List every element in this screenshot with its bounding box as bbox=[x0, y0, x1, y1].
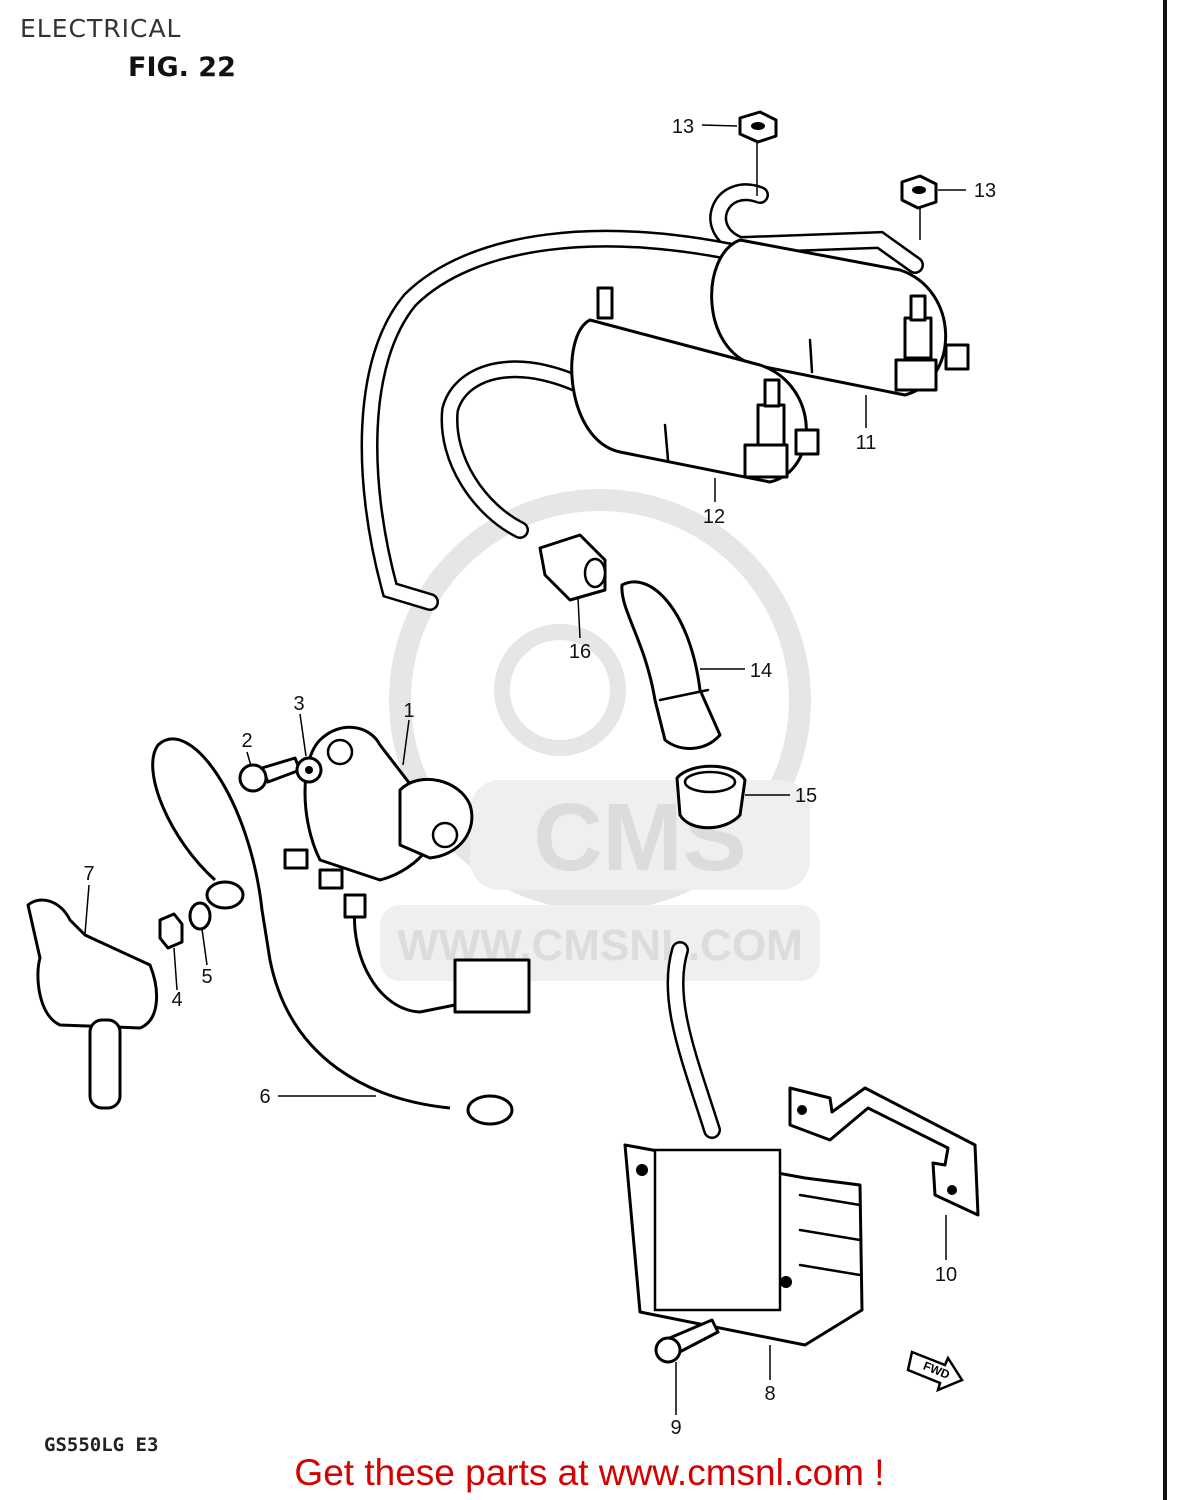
part-5-washer[interactable] bbox=[188, 901, 212, 931]
watermark-ring bbox=[389, 489, 811, 911]
section-title: ELECTRICAL bbox=[20, 14, 182, 43]
callout-9: 9 bbox=[670, 1417, 681, 1439]
part-2-bolt[interactable] bbox=[238, 756, 302, 793]
part-16-plug-cap-seal[interactable] bbox=[538, 533, 607, 602]
model-code: GS550LG E3 bbox=[44, 1434, 159, 1456]
part-9-screw[interactable] bbox=[654, 1318, 720, 1364]
part-3-washer[interactable] bbox=[295, 756, 323, 784]
callout-2: 2 bbox=[241, 730, 252, 752]
callout-8: 8 bbox=[764, 1383, 775, 1405]
forward-direction-badge: FWD bbox=[906, 1350, 964, 1393]
figure-label: FIG. 22 bbox=[128, 52, 236, 83]
part-11-ignition-coil[interactable] bbox=[710, 238, 970, 397]
callout-13-top: 13 bbox=[672, 116, 694, 138]
callout-6: 6 bbox=[259, 1086, 270, 1108]
callout-12: 12 bbox=[703, 506, 725, 528]
part-1-starter-relay[interactable] bbox=[283, 725, 474, 890]
callout-4: 4 bbox=[171, 989, 182, 1011]
part-15-plug-cap-cover[interactable] bbox=[675, 764, 747, 830]
part-8-regulator-rectifier[interactable] bbox=[623, 941, 864, 1347]
callout-numbers: 13 13 11 12 16 14 15 1 2 3 7 4 5 6 8 9 1… bbox=[83, 116, 996, 1439]
promo-link-text[interactable]: Get these parts at www.cmsnl.com ! bbox=[294, 1452, 885, 1493]
callout-16: 16 bbox=[569, 641, 591, 663]
part-13-nut-right[interactable] bbox=[900, 174, 938, 210]
callout-3: 3 bbox=[293, 693, 304, 715]
part-13-nut-top[interactable] bbox=[738, 110, 778, 144]
callout-leader-lines bbox=[84, 124, 966, 1415]
callout-7: 7 bbox=[83, 863, 94, 885]
part-12-ignition-coil[interactable] bbox=[570, 286, 820, 484]
callout-13-right: 13 bbox=[974, 180, 996, 202]
part-6-lead-wire[interactable] bbox=[151, 737, 514, 1126]
high-tension-leads bbox=[360, 183, 924, 611]
callout-1: 1 bbox=[403, 700, 414, 722]
callout-11: 11 bbox=[856, 432, 877, 454]
part-4-nut[interactable] bbox=[158, 912, 184, 950]
page-border-right bbox=[1163, 0, 1167, 1500]
callout-5: 5 bbox=[201, 966, 212, 988]
part-14-spark-plug-cap[interactable] bbox=[620, 580, 722, 750]
watermark-face bbox=[494, 624, 626, 756]
callout-10: 10 bbox=[935, 1264, 957, 1286]
relay-wiring-connector bbox=[343, 893, 531, 1014]
callout-14: 14 bbox=[750, 660, 772, 682]
part-10-bracket[interactable] bbox=[788, 1086, 980, 1217]
part-7-terminal-cover[interactable] bbox=[26, 898, 159, 1110]
callout-15: 15 bbox=[795, 785, 817, 807]
